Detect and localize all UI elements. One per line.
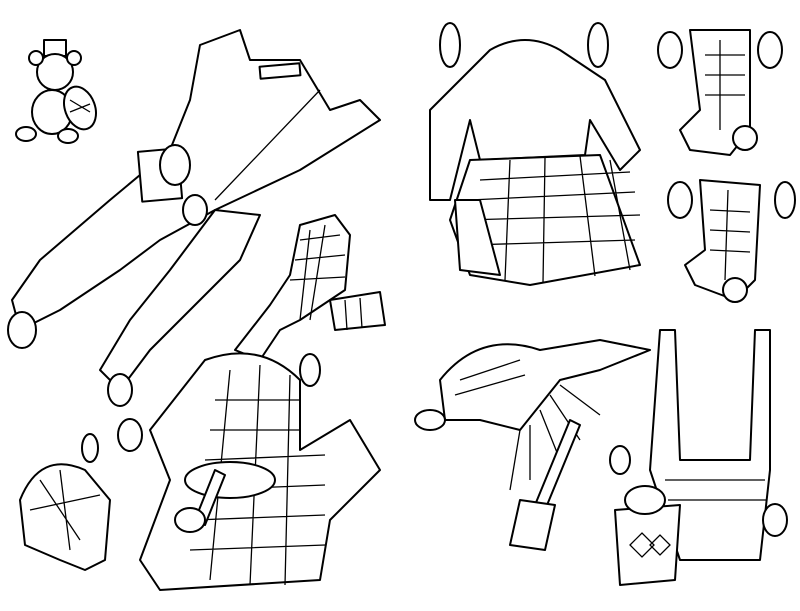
bucket: [614, 485, 681, 586]
stocking-1: [657, 29, 783, 156]
shovel: [509, 419, 581, 551]
sweater-and-kilt: [429, 22, 641, 286]
teddy-drummer: [15, 39, 97, 144]
stocking-2: [667, 179, 796, 303]
pith-helmet: [19, 433, 111, 571]
plaid-scarf: [234, 214, 386, 361]
overalls: [7, 29, 381, 407]
straw-hat: [414, 339, 651, 491]
apron-with-bowl: [117, 352, 381, 591]
